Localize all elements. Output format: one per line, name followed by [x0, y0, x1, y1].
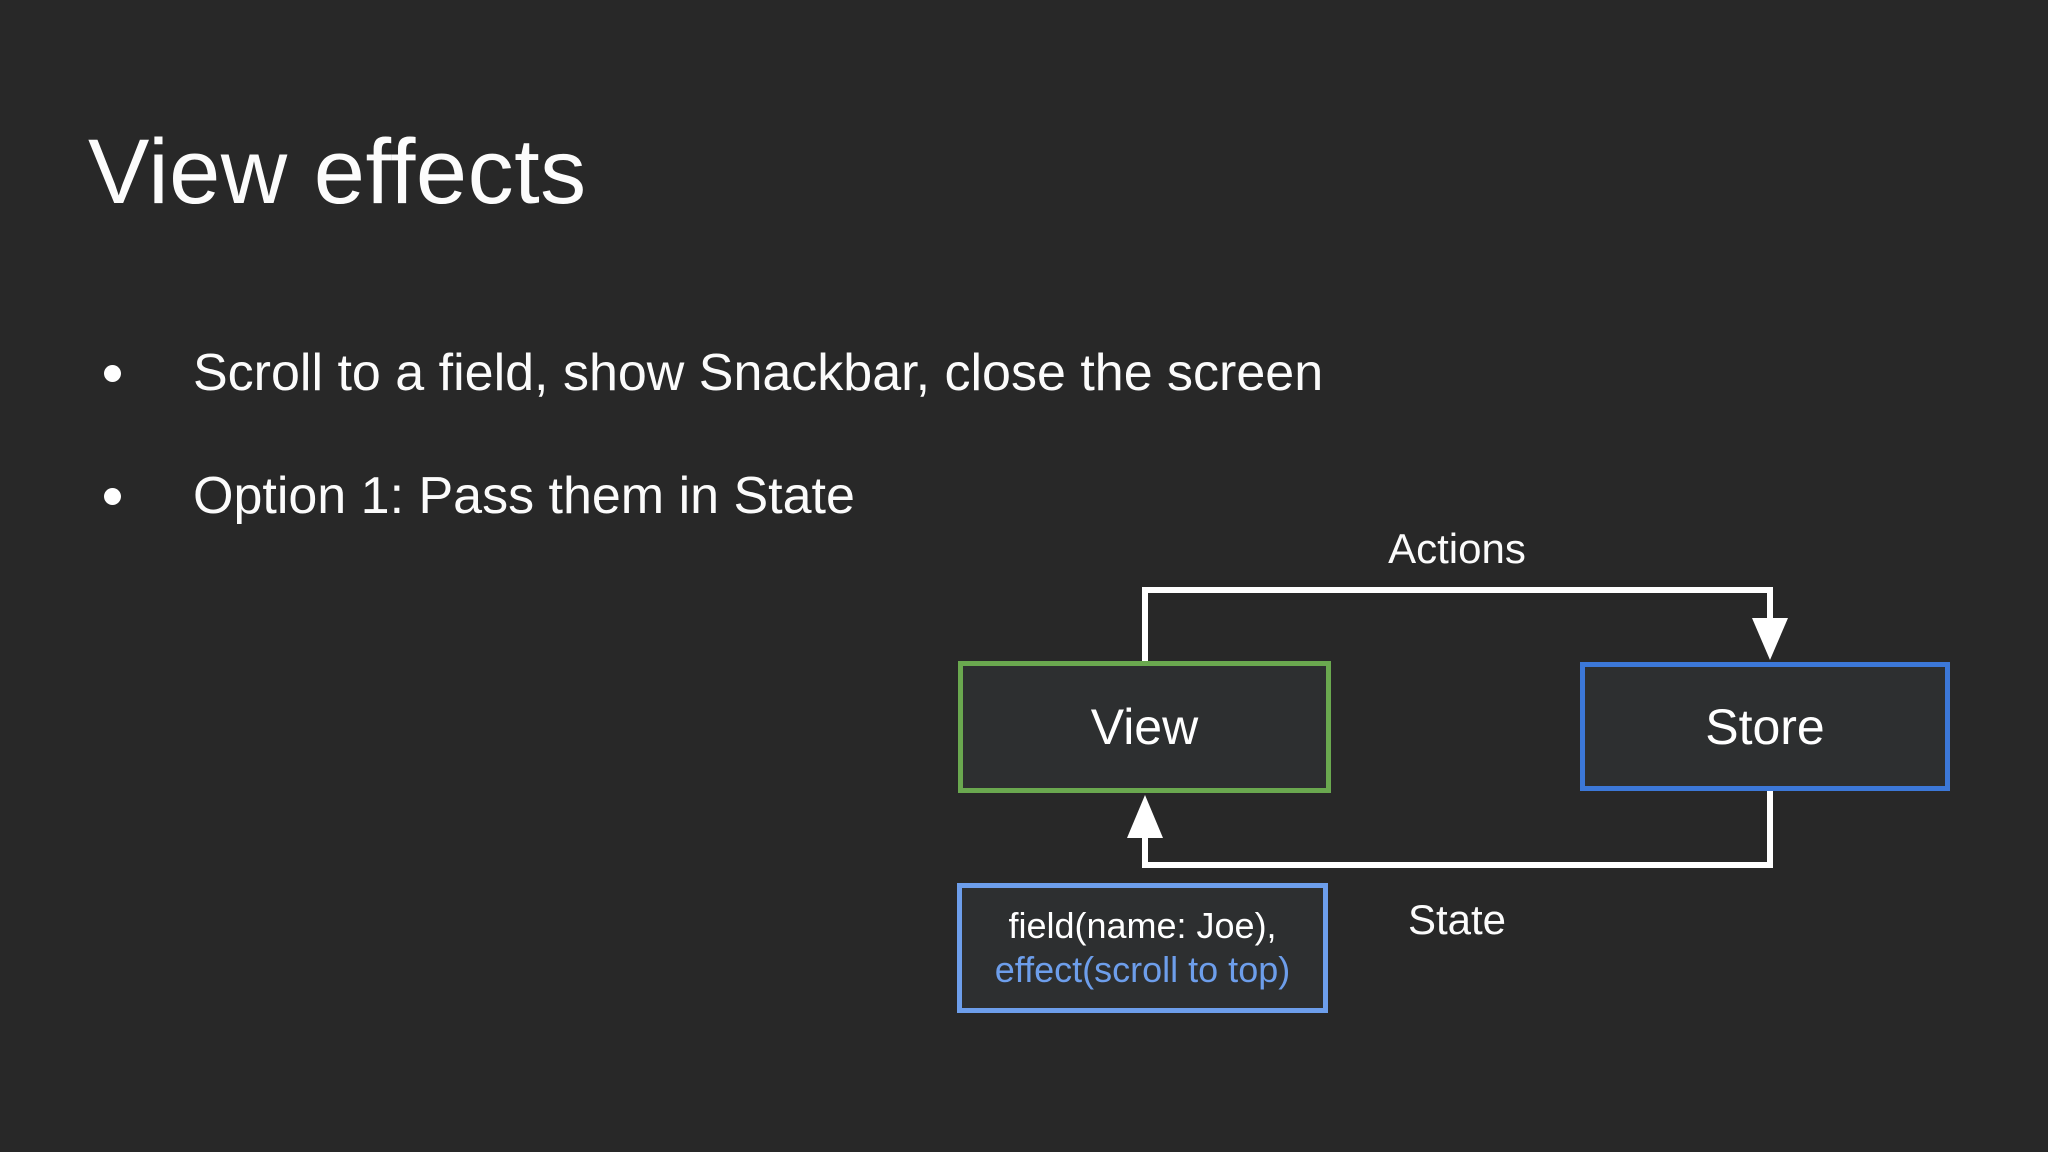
bullet-text: Scroll to a field, show Snackbar, close …	[193, 344, 1324, 402]
bullet-dot-icon	[104, 364, 121, 382]
view-box-label: View	[1090, 699, 1199, 755]
state-arrow-line	[1142, 791, 1773, 868]
page-title: View effects	[88, 121, 587, 223]
field-box-line2: effect(scroll to top)	[994, 949, 1291, 990]
bullet-dot-icon	[104, 487, 121, 505]
state-label: State	[1407, 896, 1507, 943]
field-state-box: field(name: Joe), effect(scroll to top)	[957, 883, 1328, 1013]
actions-arrowhead-icon	[1752, 618, 1788, 660]
state-arrowhead-icon	[1127, 795, 1163, 838]
bullet-item: Option 1: Pass them in State	[104, 463, 855, 529]
store-box: Store	[1580, 662, 1950, 791]
field-box-line1: field(name: Joe),	[1008, 905, 1277, 946]
actions-arrow-line	[1142, 587, 1773, 661]
view-box: View	[958, 661, 1331, 793]
actions-label: Actions	[1388, 525, 1526, 572]
store-box-label: Store	[1705, 698, 1825, 755]
bullet-item: Scroll to a field, show Snackbar, close …	[104, 340, 1323, 406]
bullet-text: Option 1: Pass them in State	[193, 467, 855, 525]
